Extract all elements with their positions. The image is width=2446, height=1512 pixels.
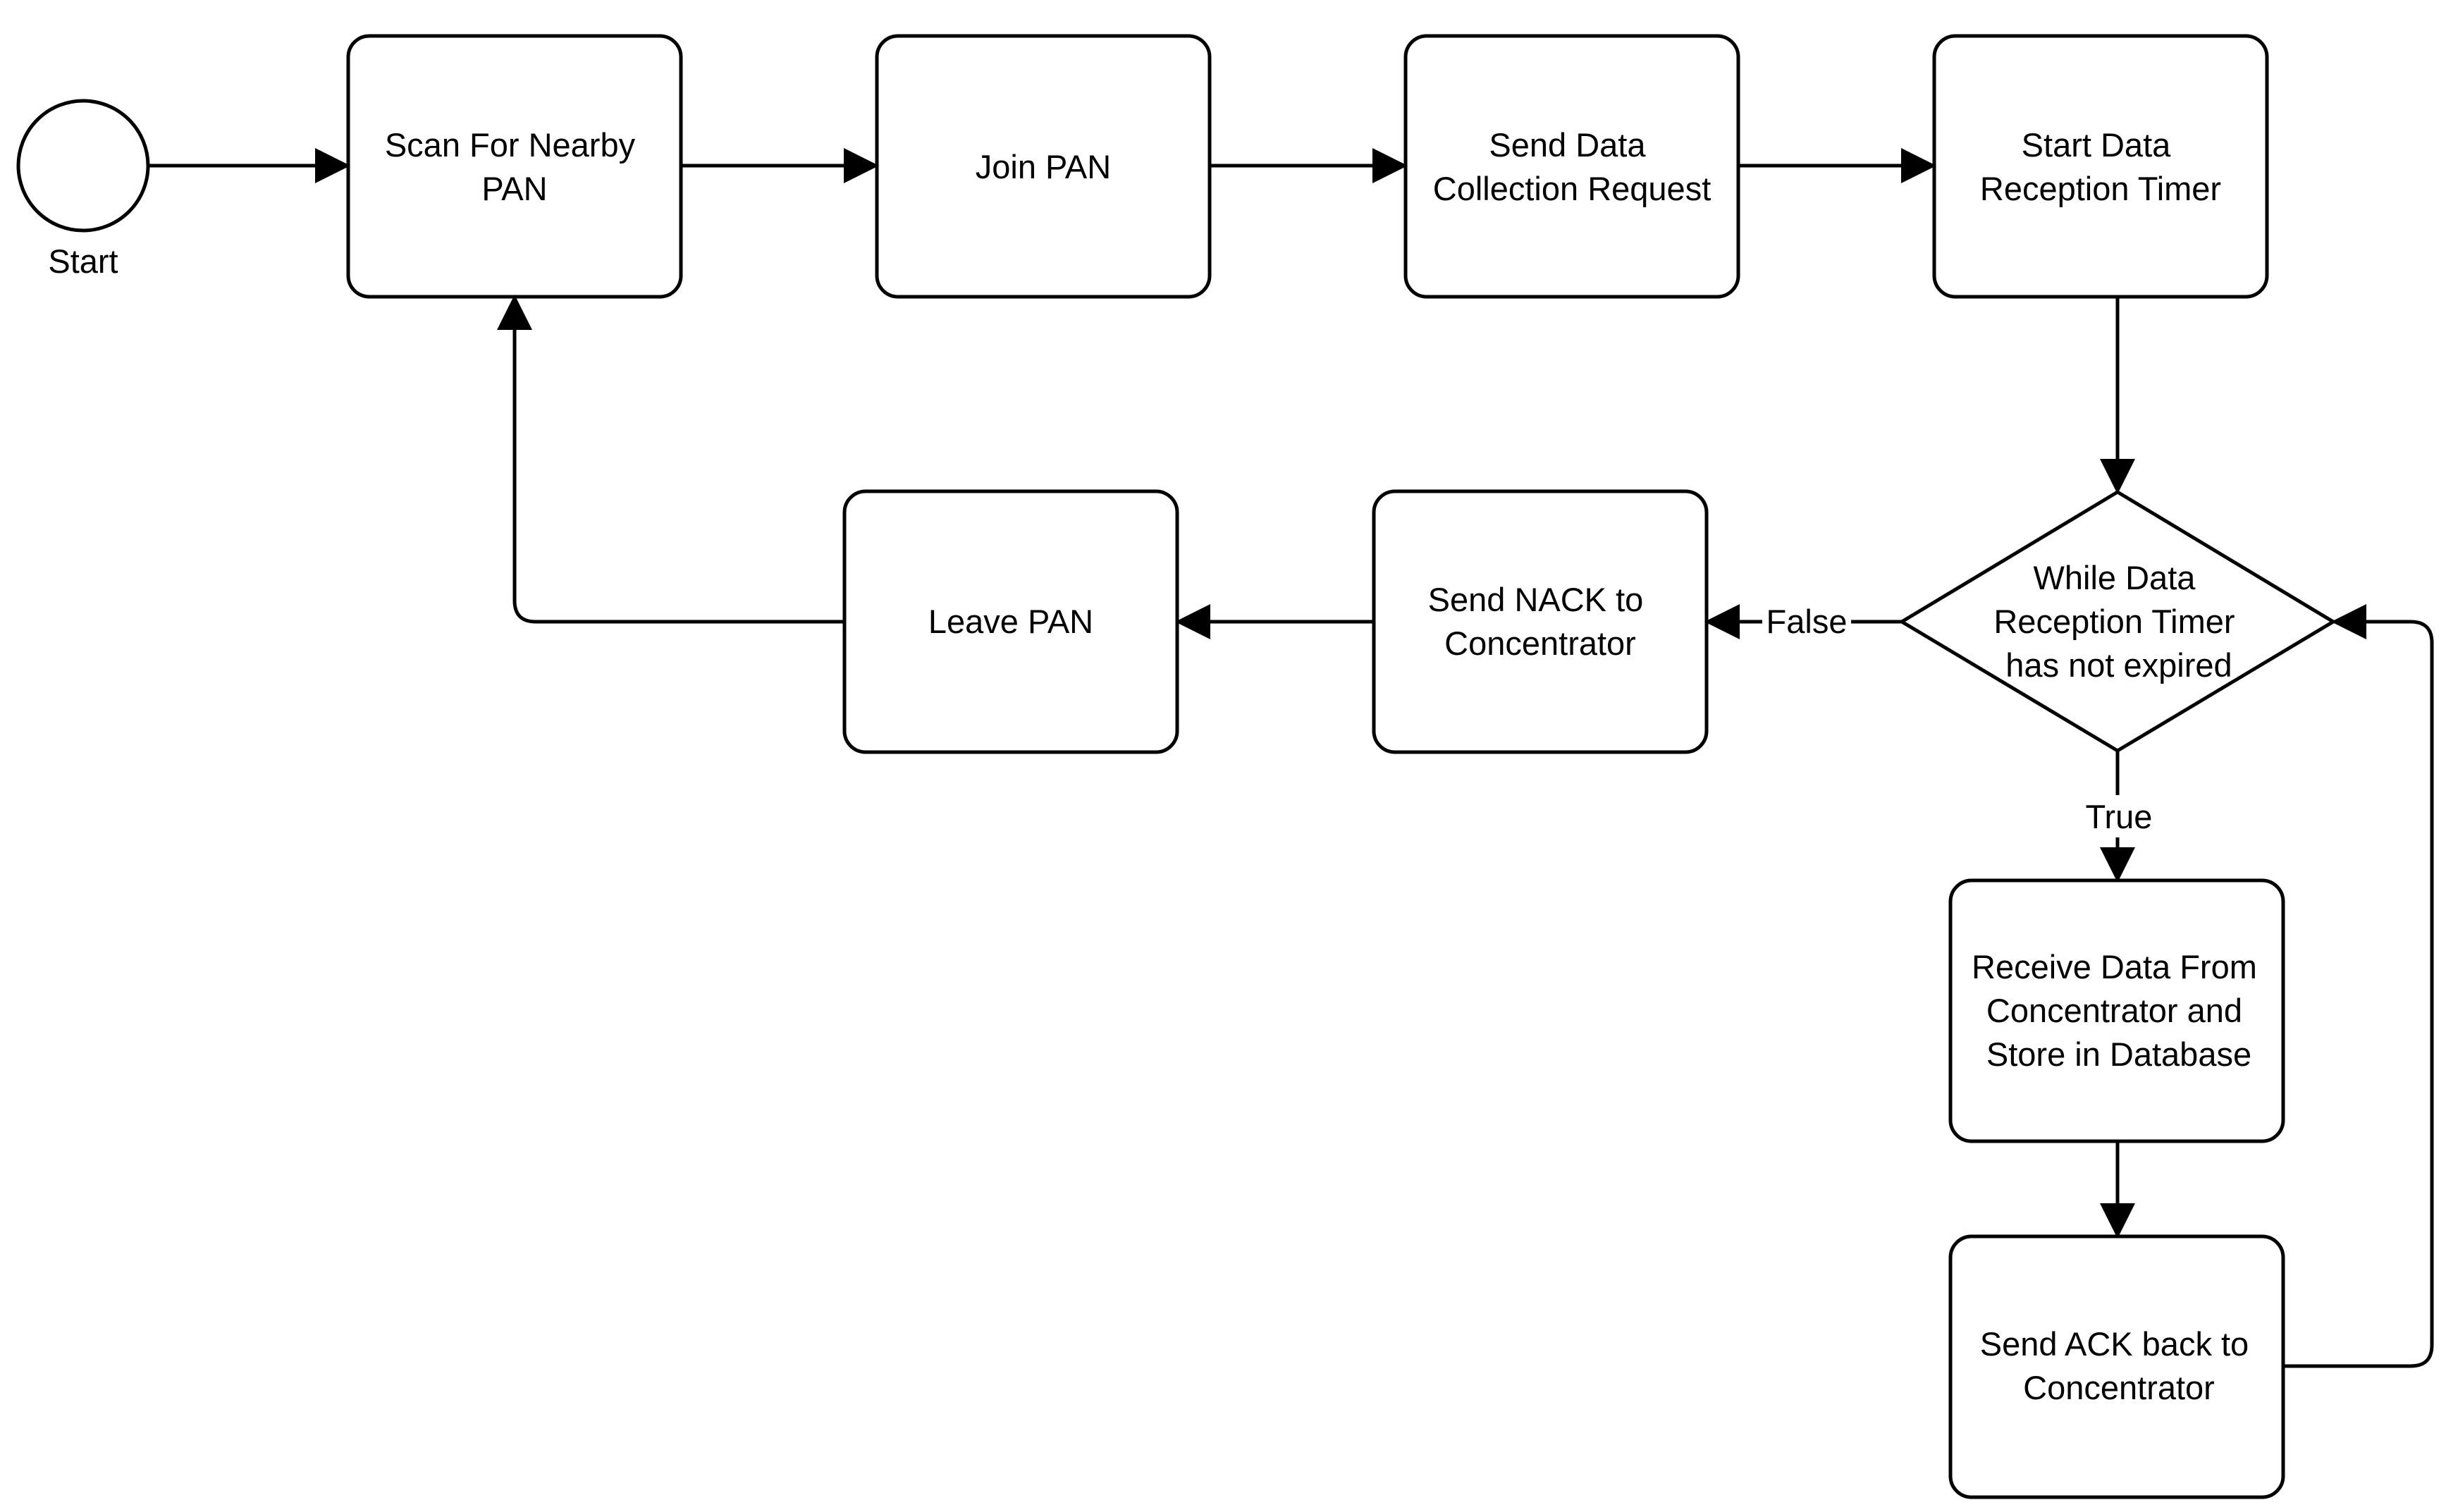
send-request-line-2: Collection Request [1433,170,1711,207]
send-ack-box [1948,1234,2285,1499]
receive-line-1: Receive Data From [1972,948,2257,985]
arrow-send-ack-loop-to-decision [2283,604,2434,1368]
join-line-1: Join PAN [976,148,1111,185]
decision-line-2: Reception Timer [1993,603,2235,640]
join-pan-text: Join PAN [976,148,1111,185]
start-label: Start [48,242,118,280]
false-label-background [1762,599,1851,641]
scan-line-1: Scan For Nearby [385,126,636,164]
send-ack-text: Send ACK back to Concentrator [1980,1325,2258,1406]
decision-line-3: has not expired [2005,646,2232,684]
send-nack-text: Send NACK to Concentrator [1428,581,1653,662]
receive-line-2: Concentrator and [1986,992,2242,1029]
send-ack-line-2: Concentrator [2023,1369,2215,1406]
start-data-reception-timer-text: Start Data Reception Timer [1980,126,2221,207]
receive-data-text: Receive Data From Concentrator and Store… [1972,948,2266,1073]
send-nack-line-1: Send NACK to [1428,581,1644,618]
timer-decision-text: While Data Reception Timer has not expir… [1993,559,2244,684]
leave-pan-text: Leave PAN [928,603,1093,640]
decision-line-1: While Data [2034,559,2196,596]
true-label: True [2086,798,2153,835]
scan-line-2: PAN [481,170,547,207]
start-data-reception-timer-box [1932,34,2269,299]
send-nack-line-2: Concentrator [1444,625,1636,662]
send-nack-box [1372,489,1709,754]
start-timer-line-1: Start Data [2022,126,2171,164]
false-label: False [1766,603,1848,640]
send-data-collection-request-text: Send Data Collection Request [1433,126,1711,207]
send-request-line-1: Send Data [1489,126,1646,164]
leave-line-1: Leave PAN [928,603,1093,640]
send-ack-line-1: Send ACK back to [1980,1325,2249,1363]
true-label-background [2078,795,2157,837]
receive-line-3: Store in Database [1986,1035,2251,1073]
start-timer-line-2: Reception Timer [1980,170,2221,207]
start-node [16,99,150,233]
scan-nearby-pan-text: Scan For Nearby PAN [385,126,644,207]
send-data-collection-request-box [1403,34,1740,299]
scan-nearby-pan-box [346,34,683,299]
arrow-leave-to-scan [497,295,844,624]
